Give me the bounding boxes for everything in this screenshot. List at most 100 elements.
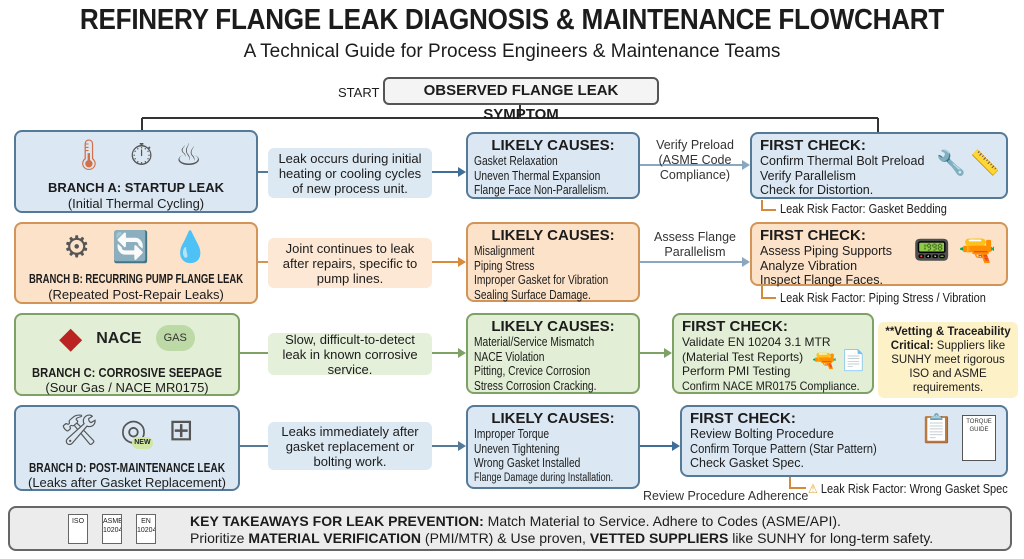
takeaways-text: like SUNHY for long-term safety. xyxy=(728,530,934,546)
cause-item: Flange Damage during Installation. xyxy=(474,471,614,484)
branch-d-causes: LIKELY CAUSES: Improper Torque Uneven Ti… xyxy=(466,405,640,489)
start-node: OBSERVED FLANGE LEAK SYMPTOM xyxy=(383,77,659,123)
branch-d-node: 🛠 ◎NEW ⊞ BRANCH D: POST-MAINTENANCE LEAK (… xyxy=(14,405,240,491)
takeaways-text: (PMI/MTR) & Use proven, xyxy=(421,530,590,546)
cause-item: Uneven Thermal Expansion xyxy=(474,168,601,183)
page-subtitle: A Technical Guide for Process Engineers … xyxy=(243,41,781,62)
branch-a-description: Leak occurs during initial heating or co… xyxy=(268,148,432,198)
gas-cloud-icon: GAS xyxy=(155,325,195,351)
recycle-arrows-icon: 🔄 xyxy=(112,231,150,264)
check-item: Perform PMI Testing xyxy=(682,364,791,378)
check-item: Review Bolting Procedure xyxy=(690,427,834,441)
branch-c-first-check: FIRST CHECK: Validate EN 10204 3.1 MTR (… xyxy=(672,313,874,394)
branch-title: BRANCH B: RECURRING PUMP FLANGE LEAK xyxy=(28,272,244,286)
check-item: Inspect Flange Faces. xyxy=(760,273,883,287)
cause-item: Uneven Tightening xyxy=(474,441,560,456)
cause-item: Material/Service Mismatch xyxy=(474,335,595,349)
check-item: Confirm Thermal Bolt Preload xyxy=(760,154,925,168)
asme-document-icon: ASME 10204 xyxy=(102,514,122,544)
caliper-icon: 📏 xyxy=(970,150,1000,177)
branch-a-risk: Leak Risk Factor: Gasket Bedding xyxy=(780,202,947,216)
takeaways-bold: VETTED SUPPLIERS xyxy=(589,530,729,546)
branch-b-causes: LIKELY CAUSES: Misalignment Piping Stres… xyxy=(466,222,640,302)
branch-title: BRANCH D: POST-MAINTENANCE LEAK xyxy=(28,460,226,475)
branch-b-description: Joint continues to leak after repairs, s… xyxy=(268,238,432,288)
wrench-icon: 🛠 xyxy=(60,414,99,447)
branch-c-causes: LIKELY CAUSES: Material/Service Mismatch… xyxy=(466,313,640,394)
leaking-flange-icon: 💧 xyxy=(171,231,209,264)
takeaways-bold: MATERIAL VERIFICATION xyxy=(248,530,422,546)
branch-b-node: ⚙ 🔄 💧 BRANCH B: RECURRING PUMP FLANGE LEAK… xyxy=(14,222,258,304)
branch-subtitle: (Sour Gas / NACE MR0175) xyxy=(45,380,209,395)
check-item: Assess Piping Supports xyxy=(760,244,893,258)
takeaways-heading: KEY TAKEAWAYS FOR LEAK PREVENTION: xyxy=(190,513,484,529)
branch-b-risk: Leak Risk Factor: Piping Stress / Vibrat… xyxy=(780,291,986,305)
branch-d-description: Leaks immediately after gasket replaceme… xyxy=(268,422,432,470)
hot-pipe-flange-icon: ♨ xyxy=(175,139,203,172)
branch-title: BRANCH A: STARTUP LEAK xyxy=(48,180,224,195)
branch-c-description: Slow, difficult-to-detect leak in known … xyxy=(268,332,432,377)
check-title: FIRST CHECK: xyxy=(760,227,866,244)
stopwatch-icon: ⏱ xyxy=(129,139,154,172)
branch-d-action-label: Review Procedure Adherence xyxy=(643,489,809,503)
thermometer-icon: 🌡 xyxy=(69,139,108,172)
branch-c-node: ◆ NACE GAS BRANCH C: CORROSIVE SEEPAGE (So… xyxy=(14,313,240,396)
branch-d-first-check: FIRST CHECK: Review Bolting Procedure Co… xyxy=(680,405,1008,477)
branch-b-action-label: Assess Flange Parallelism xyxy=(654,230,736,259)
start-label: START xyxy=(338,85,380,100)
takeaways-line1: Match Material to Service. Adhere to Cod… xyxy=(483,513,841,529)
causes-title: LIKELY CAUSES: xyxy=(491,137,615,154)
branch-subtitle: (Repeated Post-Repair Leaks) xyxy=(48,287,224,302)
nace-logo: NACE xyxy=(96,330,142,347)
note-text: Suppliers like SUNHY meet rigorous ISO a… xyxy=(891,340,1006,394)
check-title: FIRST CHECK: xyxy=(760,137,866,154)
check-item: Confirm NACE MR0175 Compliance. xyxy=(682,378,860,393)
check-item: Check Gasket Spec. xyxy=(690,456,804,470)
new-gasket-icon: ◎NEW xyxy=(120,414,153,449)
check-item: Check for Distortion. xyxy=(760,183,874,197)
page-title: REFINERY FLANGE LEAK DIAGNOSIS & MAINTEN… xyxy=(79,4,945,36)
branch-b-first-check: FIRST CHECK: Assess Piping Supports Anal… xyxy=(750,222,1008,287)
cause-item: Flange Face Non-Parallelism. xyxy=(474,183,610,197)
cause-item: Pitting, Crevice Corrosion xyxy=(474,364,591,378)
cause-item: Stress Corrosion Cracking. xyxy=(474,378,597,393)
laser-gun-icon: 🔫 xyxy=(958,234,996,267)
cause-item: Piping Stress xyxy=(474,258,535,273)
check-title: FIRST CHECK: xyxy=(682,318,788,335)
cause-item: Gasket Relaxation xyxy=(474,154,558,168)
check-item: Verify Parallelism xyxy=(760,168,856,183)
vetting-note: **Vetting & Traceability Critical: Suppl… xyxy=(878,322,1018,398)
takeaways-text: Prioritize xyxy=(190,530,249,546)
note-bold: **Vetting & Traceability Critical: xyxy=(885,326,1011,352)
cause-item: Wrong Gasket Installed xyxy=(474,456,581,470)
check-item: Confirm Torque Pattern (Star Pattern) xyxy=(690,441,877,456)
branch-a-action-label: Verify Preload (ASME Code Compliance) xyxy=(656,138,734,182)
key-takeaways-banner: ISO ASME 10204 EN 10204 KEY TAKEAWAYS FO… xyxy=(8,506,1012,551)
branch-subtitle: (Leaks after Gasket Replacement) xyxy=(28,475,226,490)
en-document-icon: EN 10204 xyxy=(136,514,156,544)
pmi-analyzer-icon: 🔫 xyxy=(812,350,838,372)
branch-d-risk: ⚠ Leak Risk Factor: Wrong Gasket Spec xyxy=(808,481,1008,496)
certificate-icon: 📄 xyxy=(841,350,866,372)
corrosive-hazard-icon: ◆ xyxy=(59,322,83,355)
cause-item: Improper Torque xyxy=(474,427,550,441)
risk-text: Leak Risk Factor: Wrong Gasket Spec xyxy=(820,482,1008,496)
flange-icon: ⊞ xyxy=(168,414,194,447)
causes-title: LIKELY CAUSES: xyxy=(491,410,615,427)
vibration-meter-icon: 📟 xyxy=(913,234,951,267)
causes-title: LIKELY CAUSES: xyxy=(491,227,615,244)
cause-item: Sealing Surface Damage. xyxy=(474,287,591,302)
torque-wrench-icon: 🔧 xyxy=(936,150,967,177)
iso-document-icon: ISO xyxy=(68,514,88,544)
torque-guide-icon: TORQUE GUIDE xyxy=(962,415,996,461)
check-item: Validate EN 10204 3.1 MTR xyxy=(682,335,831,349)
branch-title: BRANCH C: CORROSIVE SEEPAGE xyxy=(32,365,222,380)
branch-a-node: 🌡 ⏱ ♨ BRANCH A: STARTUP LEAK (Initial Ther… xyxy=(14,130,258,213)
cause-item: Misalignment xyxy=(474,244,535,258)
check-item: Analyze Vibration xyxy=(760,258,858,273)
warning-icon: ⚠ xyxy=(808,482,821,496)
pump-icon: ⚙ xyxy=(63,231,91,264)
checklist-clipboard-icon: 📋 xyxy=(919,413,954,444)
branch-subtitle: (Initial Thermal Cycling) xyxy=(67,196,205,211)
